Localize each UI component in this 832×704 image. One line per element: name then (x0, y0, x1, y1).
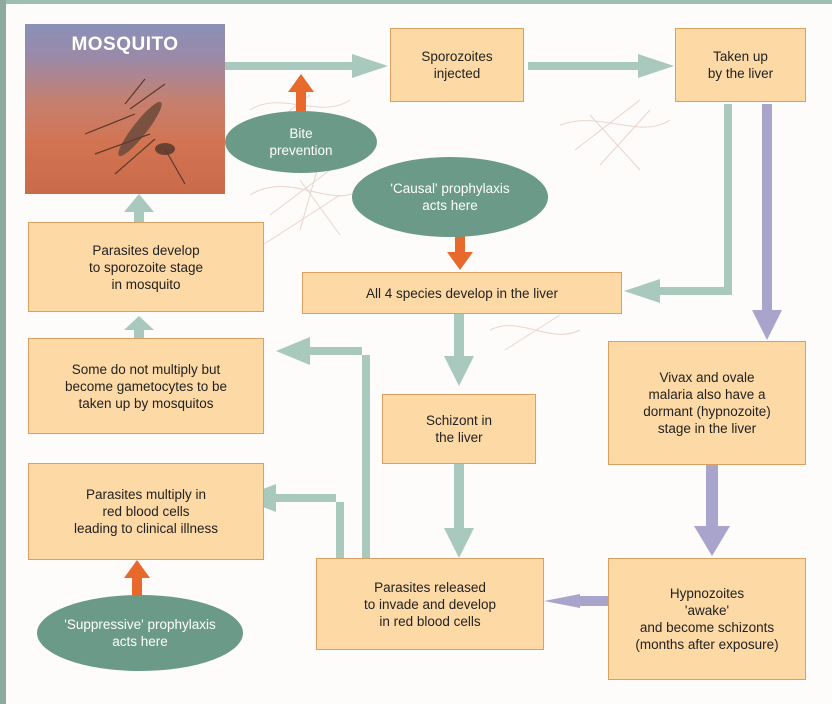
arrow-vivax-to-hypnozoites (694, 465, 730, 556)
oval-suppressive-prophylaxis: 'Suppressive' prophylaxis acts here (37, 595, 243, 671)
arrow-suppressive-prophylaxis (124, 560, 150, 597)
box-taken-up-by-liver: Taken up by the liver (675, 28, 806, 102)
arrow-bite-prevention (288, 74, 314, 112)
arrow-liver-to-vivax (752, 104, 782, 340)
box-gametocytes: Some do not multiply but become gametocy… (28, 338, 264, 434)
arrow-mosquito-to-sporozoites (225, 54, 388, 78)
arrow-all-species-to-schizont (444, 313, 474, 386)
arrow-liver-to-all-species (624, 104, 732, 303)
arrow-gametocytes-to-develop (124, 316, 154, 338)
arrow-develop-to-mosquito (124, 194, 154, 222)
box-parasites-multiply: Parasites multiply in red blood cells le… (28, 463, 264, 560)
box-hypnozoites: Hypnozoites 'awake' and become schizonts… (608, 558, 806, 680)
box-vivax-ovale: Vivax and ovale malaria also have a dorm… (608, 341, 806, 465)
arrow-sporozoites-to-liver (528, 54, 674, 78)
box-all-species-develop: All 4 species develop in the liver (302, 272, 622, 314)
box-parasites-develop-sporozoite: Parasites develop to sporozoite stage in… (28, 222, 264, 312)
box-schizont-in-liver: Schizont in the liver (382, 394, 536, 464)
mosquito-photo: MOSQUITO (25, 24, 225, 194)
oval-causal-prophylaxis: 'Causal' prophylaxis acts here (352, 157, 548, 237)
mosquito-title: MOSQUITO (25, 34, 225, 56)
box-parasites-released: Parasites released to invade and develop… (316, 558, 544, 650)
arrow-hypnozoites-to-released (544, 594, 608, 608)
arrow-released-to-gametocytes (276, 337, 370, 558)
arrow-causal-prophylaxis (447, 236, 473, 270)
box-sporozoites-injected: Sporozoites injected (390, 28, 524, 102)
oval-bite-prevention: Bite prevention (225, 111, 377, 173)
